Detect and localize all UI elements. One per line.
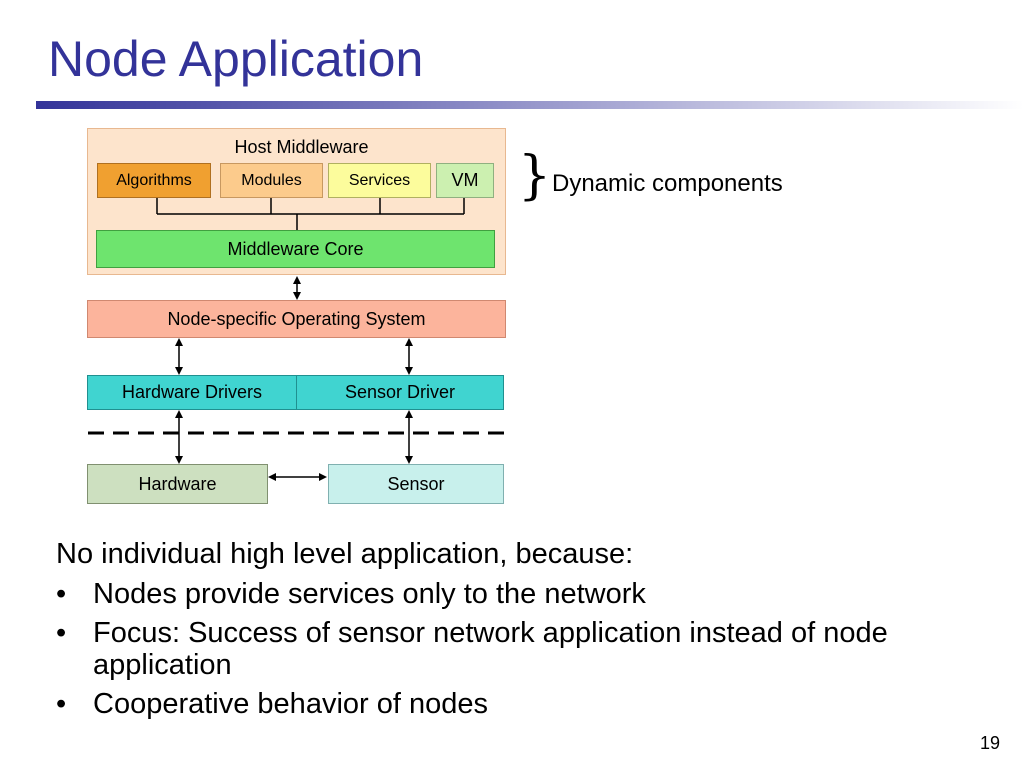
middleware-core-box: Middleware Core [96, 230, 495, 268]
bullet-item: •Cooperative behavior of nodes [56, 687, 488, 720]
algorithms-box: Algorithms [97, 163, 211, 198]
modules-box: Modules [220, 163, 323, 198]
dynamic-components-brace: } [518, 146, 552, 206]
component-bus-lines [156, 198, 465, 230]
page-number: 19 [979, 733, 1000, 753]
sensor-driver-box: Sensor Driver [296, 375, 504, 410]
body-text: No individual high level application, be… [56, 538, 996, 726]
bullet-item: •Nodes provide services only to the netw… [56, 578, 646, 611]
bullet-dot-icon: • [56, 578, 67, 611]
dynamic-components-label: Dynamic components [552, 170, 783, 197]
hardware-box: Hardware [87, 464, 268, 504]
hardware-drivers-box: Hardware Drivers [87, 375, 297, 410]
slide-title: Node Application [48, 31, 424, 87]
sensor-box: Sensor [328, 464, 504, 504]
bullet-dot-icon: • [56, 687, 67, 720]
body-lead: No individual high level application, be… [56, 538, 634, 570]
operating-system-box: Node-specific Operating System [87, 300, 506, 338]
bullet-dot-icon: • [56, 616, 67, 649]
title-underline [36, 101, 1024, 109]
services-box: Services [328, 163, 431, 198]
host-middleware-label: Host Middleware [234, 137, 369, 157]
vm-box: VM [436, 163, 494, 198]
bullet-list: •Nodes provide services only to the netw… [56, 578, 996, 720]
bullet-item: •Focus: Success of sensor network applic… [56, 616, 888, 682]
